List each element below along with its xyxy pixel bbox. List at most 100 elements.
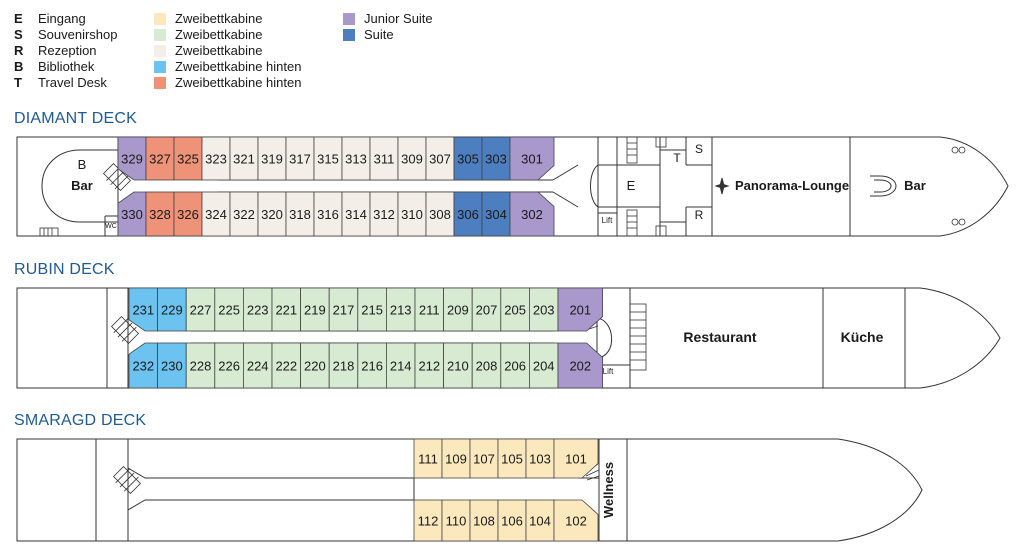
cabin-219 <box>300 287 330 332</box>
cabin-number-316: 316 <box>317 207 339 222</box>
rubin-stair-landing <box>596 317 613 359</box>
cabin-number-307: 307 <box>429 152 451 167</box>
legend-suite-label: Junior Suite <box>364 11 433 26</box>
cabin-number-212: 212 <box>418 359 440 374</box>
deck-title-smaragd: SMARAGD DECK <box>14 412 147 429</box>
cabin-218 <box>328 342 359 389</box>
cabin-328 <box>145 191 175 237</box>
cabin-number-215: 215 <box>361 303 383 318</box>
cabin-number-203: 203 <box>533 303 555 318</box>
cabin-number-317: 317 <box>289 152 311 167</box>
diamant-anchor-marks <box>951 146 966 226</box>
cabin-number-102: 102 <box>565 514 587 529</box>
cabin-number-228: 228 <box>190 359 212 374</box>
diamant-aft-stairs-bottom <box>39 227 59 237</box>
cabin-216 <box>357 342 387 389</box>
cabin-330 <box>117 191 147 237</box>
cabin-number-224: 224 <box>247 359 269 374</box>
cabin-207 <box>471 287 502 332</box>
cabin-number-104: 104 <box>529 514 551 529</box>
cabin-number-202: 202 <box>569 359 591 374</box>
cabin-229 <box>157 287 187 332</box>
cabin-number-329: 329 <box>121 152 143 167</box>
rubin-kitchen-label: Küche <box>841 329 884 345</box>
cabin-number-330: 330 <box>121 207 143 222</box>
cabin-number-314: 314 <box>345 207 367 222</box>
cabin-106 <box>497 499 527 542</box>
cabin-number-319: 319 <box>261 152 283 167</box>
cabin-204 <box>529 342 559 389</box>
cabin-number-217: 217 <box>333 303 355 318</box>
cabin-214 <box>385 342 416 389</box>
cabin-number-313: 313 <box>345 152 367 167</box>
cabin-220 <box>300 342 330 389</box>
diamant-lounge-label: Panorama-Lounge <box>735 178 849 193</box>
cabin-308 <box>425 191 455 237</box>
cabin-number-327: 327 <box>149 152 171 167</box>
cabin-318 <box>285 191 315 237</box>
cabin-number-225: 225 <box>218 303 240 318</box>
cabin-number-304: 304 <box>485 207 507 222</box>
cabin-number-303: 303 <box>485 152 507 167</box>
cabin-112 <box>413 499 443 542</box>
diamant-aft-bar-outline <box>41 149 118 223</box>
cabin-307 <box>425 136 455 181</box>
cabin-225 <box>214 287 244 332</box>
cabin-231 <box>128 287 158 332</box>
cabin-314 <box>341 191 371 237</box>
cabin-301 <box>509 136 555 181</box>
rubin-fore-stairs <box>629 303 647 371</box>
smaragd-aft-stairs <box>112 465 142 495</box>
cabin-209 <box>443 287 473 332</box>
cabin-number-320: 320 <box>261 207 283 222</box>
cabin-215 <box>357 287 387 332</box>
cabin-104 <box>525 499 555 542</box>
cabin-number-112: 112 <box>418 514 439 529</box>
cabin-number-209: 209 <box>447 303 469 318</box>
cabin-102 <box>553 499 599 542</box>
cabin-105 <box>497 438 527 479</box>
legend-swatch-cabin-aft-orange <box>154 77 166 89</box>
smaragd-wellness-label: Wellness <box>601 462 616 518</box>
legend-swatch-cabin-aft-blue <box>154 61 166 73</box>
cabin-number-216: 216 <box>361 359 383 374</box>
cabin-311 <box>369 136 399 181</box>
diamant-lift-label: Lift <box>602 216 613 225</box>
legend-swatch-cabin-2 <box>154 29 166 41</box>
cabin-315 <box>313 136 343 181</box>
cabin-226 <box>214 342 244 389</box>
cabin-304 <box>481 191 511 237</box>
cabin-number-310: 310 <box>401 207 423 222</box>
cabin-number-226: 226 <box>218 359 240 374</box>
cabin-number-207: 207 <box>476 303 498 318</box>
cabin-number-219: 219 <box>304 303 326 318</box>
cabin-326 <box>173 191 203 237</box>
cabin-number-206: 206 <box>504 359 526 374</box>
cabin-number-315: 315 <box>317 152 339 167</box>
rubin-aft-stairs <box>110 315 140 345</box>
cabin-210 <box>443 342 473 389</box>
cabin-number-328: 328 <box>149 207 171 222</box>
cabin-number-204: 204 <box>533 359 555 374</box>
cabin-number-111: 111 <box>418 452 438 467</box>
cabin-number-210: 210 <box>447 359 469 374</box>
cabin-number-306: 306 <box>457 207 479 222</box>
diamant-r-label: R <box>695 208 704 222</box>
legend-cabin-label: Zweibettkabine <box>175 27 263 42</box>
legend-swatch-cabin-1 <box>154 13 166 25</box>
cabin-number-220: 220 <box>304 359 326 374</box>
diamant-t-label: T <box>673 151 681 165</box>
cabin-number-311: 311 <box>374 152 395 167</box>
cabin-224 <box>242 342 273 389</box>
diamant-aft-bar-label: Bar <box>71 178 93 193</box>
diamant-entrance-stairs <box>655 136 667 237</box>
cabin-number-301: 301 <box>521 152 543 167</box>
cabin-321 <box>229 136 259 181</box>
cabin-number-227: 227 <box>190 303 212 318</box>
